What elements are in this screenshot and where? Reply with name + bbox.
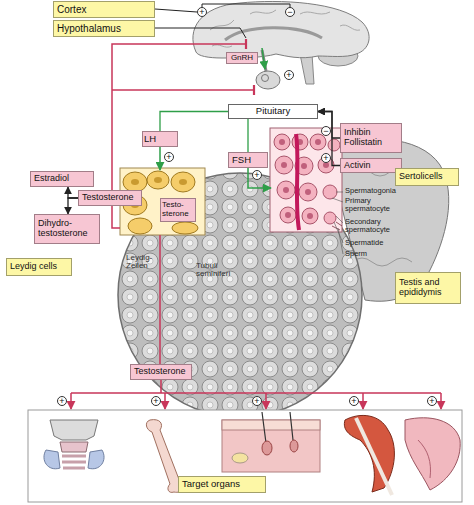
structure-label: Leydig-Zellen	[126, 254, 160, 271]
box-text: Target organs	[182, 479, 262, 489]
sign-symbol: +	[349, 396, 359, 406]
connector	[247, 119, 248, 152]
cell-label: Secondary spermatocyte	[345, 218, 397, 234]
hormone-box: Testo-sterone	[160, 198, 196, 222]
box-text: LH	[144, 134, 176, 144]
cell-label: Sperm	[345, 250, 367, 258]
sign-symbol: +	[427, 396, 437, 406]
hormone-box: Inhibin Follistatin	[340, 123, 402, 153]
hormone-box: Testosterone	[130, 364, 192, 380]
cell-label: Spermatide	[345, 239, 383, 247]
connector	[318, 112, 340, 166]
box-text: Dihydro-testosterone	[38, 219, 96, 239]
organ-box: Pituitary	[228, 104, 318, 119]
hormone-box: Estradiol	[30, 171, 94, 187]
sign-symbol: −	[285, 7, 295, 17]
sign-symbol: +	[57, 396, 67, 406]
box-text: Activin	[344, 161, 398, 171]
label-box: Leydig cells	[6, 258, 72, 276]
box-text: Testo-sterone	[162, 201, 194, 219]
cell-label: Spermatogonia	[345, 187, 396, 195]
label-box: Cortex	[53, 1, 155, 18]
sign-symbol: +	[197, 7, 207, 17]
target-organs-panel	[28, 410, 462, 502]
connector	[68, 187, 78, 198]
box-text: Testis and epididymis	[399, 278, 457, 298]
label-box: Testis and epididymis	[395, 272, 461, 304]
connector	[68, 198, 78, 214]
hormone-box: LH	[142, 131, 178, 147]
sign-symbol: +	[284, 70, 294, 80]
box-text: Leydig cells	[10, 262, 68, 272]
sertoli-inset	[270, 128, 342, 232]
hormone-box: FSH	[228, 152, 268, 168]
box-text: Testosterone	[134, 367, 188, 377]
box-text: FSH	[232, 155, 264, 165]
brain	[193, 1, 369, 89]
sign-symbol: +	[321, 153, 331, 163]
sign-symbol: +	[252, 396, 262, 406]
label-box: Hypothalamus	[53, 20, 155, 37]
box-text: Sertolicells	[399, 172, 455, 182]
box-text: Inhibin Follistatin	[344, 128, 398, 148]
box-text: Cortex	[57, 4, 151, 15]
hormone-box: Dihydro-testosterone	[34, 214, 100, 244]
hormone-box: GnRH	[226, 52, 258, 64]
box-text: Testosterone	[82, 193, 138, 203]
box-text: Estradiol	[34, 174, 90, 184]
box-text: GnRH	[228, 54, 256, 63]
connector	[318, 112, 340, 139]
sign-symbol: +	[151, 396, 161, 406]
sign-symbol: +	[252, 170, 262, 180]
hormone-box: Activin	[340, 158, 402, 173]
box-text: Pituitary	[232, 106, 314, 116]
structure-label: Tubuli seminiferi	[196, 262, 244, 279]
label-box: Sertolicells	[395, 168, 459, 186]
box-text: Hypothalamus	[57, 23, 151, 34]
sign-symbol: −	[321, 126, 331, 136]
hormone-box: Testosterone	[78, 190, 142, 206]
label-box: Target organs	[178, 476, 266, 493]
sign-symbol: +	[164, 152, 174, 162]
connector	[160, 112, 228, 132]
cell-label: Primary spermatocyte	[345, 197, 397, 213]
